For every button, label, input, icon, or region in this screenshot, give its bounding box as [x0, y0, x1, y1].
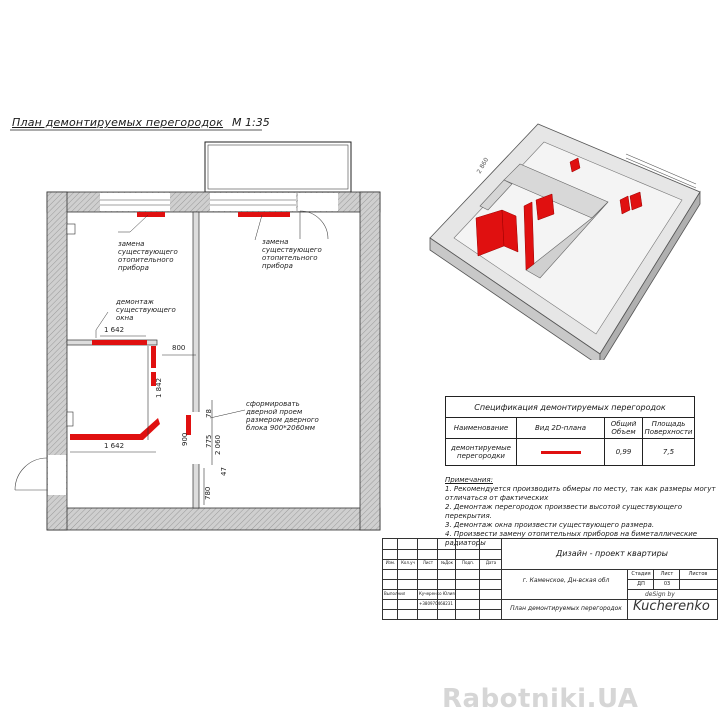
- dim-label-10: 780: [204, 486, 212, 500]
- tb-address: г. Каменское, Дн-вская обл: [522, 577, 610, 584]
- dimension-lines: [70, 335, 213, 505]
- note-radiator-right: замена существующего отопительного прибо…: [262, 238, 322, 270]
- window-demolish-red: [92, 340, 147, 345]
- dim-label-8: 900: [181, 432, 189, 446]
- outer-walls: [46, 191, 381, 531]
- dim-label-2: 800: [172, 344, 186, 352]
- tb-col-3: Лист: [422, 560, 434, 565]
- partition-red-c: [70, 418, 160, 440]
- dim-label-5: 78: [205, 409, 213, 418]
- tb-phone: +380970468231: [419, 601, 453, 606]
- tb-col-4: №Док: [440, 560, 454, 565]
- spec-row-view: [516, 439, 604, 465]
- plan-title: План демонтируемых перегородок: [12, 116, 224, 129]
- tb-col-2: Кол.уч: [401, 560, 415, 565]
- dim-label-7: 2 060: [214, 434, 222, 455]
- tb-stage: ДП: [637, 581, 645, 587]
- note-item-4: 4. Произвести замену отопительных прибор…: [445, 530, 698, 547]
- iso-dim-label: 2 860: [476, 156, 491, 175]
- spec-header-name: Наименование: [453, 424, 509, 432]
- spec-row-volume: 0,99: [604, 439, 642, 465]
- dim-label-3: 1 842: [155, 377, 163, 398]
- partition-red-d: [186, 415, 191, 435]
- tb-logo-small: deSign by: [645, 591, 675, 598]
- isometric-3d-view: 2 860: [429, 123, 701, 360]
- note-item-3: 3. Демонтаж окна произвести существующег…: [445, 521, 655, 529]
- plan-scale: М 1:35: [232, 116, 270, 129]
- partition-red-b: [151, 372, 156, 386]
- tb-sheet-title: План демонтируемых перегородок: [510, 605, 622, 612]
- spec-table: Спецификация демонтируемых перегородок Н…: [445, 396, 695, 466]
- spec-row-area: 7,5: [642, 439, 694, 465]
- tb-logo-big: Kucherenko: [633, 599, 710, 614]
- radiator-right-red: [238, 212, 290, 217]
- tb-col-5: Подп.: [461, 560, 475, 565]
- entrance-door-opening: [48, 455, 66, 495]
- window-opening-right: [210, 193, 296, 211]
- iso-red-partitions: [475, 157, 643, 271]
- note-window-demolition: демонтаж существующего окна: [116, 298, 176, 322]
- tb-performer-label: Выполнил: [384, 591, 406, 596]
- red-line-swatch: [540, 450, 581, 454]
- note-item-2: 2. Демонтаж перегородок произвести высот…: [445, 503, 683, 520]
- window-opening-left: [100, 193, 170, 211]
- partition-vertical: [192, 211, 200, 509]
- spec-header-view: Вид 2D-плана: [516, 418, 604, 438]
- partition-red-a: [151, 346, 156, 368]
- dim-label-6: 775: [205, 434, 213, 448]
- note-radiator-left: замена существующего отопительного прибо…: [118, 240, 178, 272]
- balcony-door-opening: [298, 193, 338, 211]
- notes-block: Примечания: 1. Рекомендуется производить…: [445, 476, 720, 548]
- dim-label-4: 1 642: [104, 442, 125, 450]
- tb-sheet-label: Лист: [660, 571, 674, 577]
- tb-sheet: 03: [663, 581, 671, 587]
- notes-heading: Примечания:: [445, 476, 493, 484]
- tb-col-6: Дата: [485, 560, 497, 565]
- radiator-left-red: [137, 212, 165, 217]
- dim-label-1: 1 642: [104, 326, 125, 334]
- title-block: Изм. Кол.уч Лист №Док Подп. Дата Выполни…: [382, 538, 718, 620]
- tb-col-1: Изм.: [385, 560, 396, 565]
- demolition-elements: [70, 212, 290, 440]
- spec-header-volume: Общий Объем: [604, 418, 642, 438]
- spec-row-name: демонтируемые перегородки: [451, 444, 511, 460]
- tb-sheets-label: Листов: [688, 571, 708, 577]
- tb-project: Дизайн - проект квартиры: [556, 549, 668, 558]
- spec-title: Спецификация демонтируемых перегородок: [474, 402, 666, 412]
- spec-header-area: Площадь Поверхности: [642, 418, 694, 438]
- note-doorway: сформировать дверной проем размером двер…: [246, 400, 319, 432]
- tb-performer: Кучеренко Юлия: [419, 591, 455, 596]
- dim-label-9: 47: [220, 467, 228, 476]
- watermark: Rabotniki.UA: [442, 684, 639, 714]
- tb-stage-label: Стадия: [631, 571, 651, 577]
- balcony-outline: [204, 141, 352, 193]
- note-item-1: 1. Рекомендуется производить обмеры по м…: [445, 485, 716, 502]
